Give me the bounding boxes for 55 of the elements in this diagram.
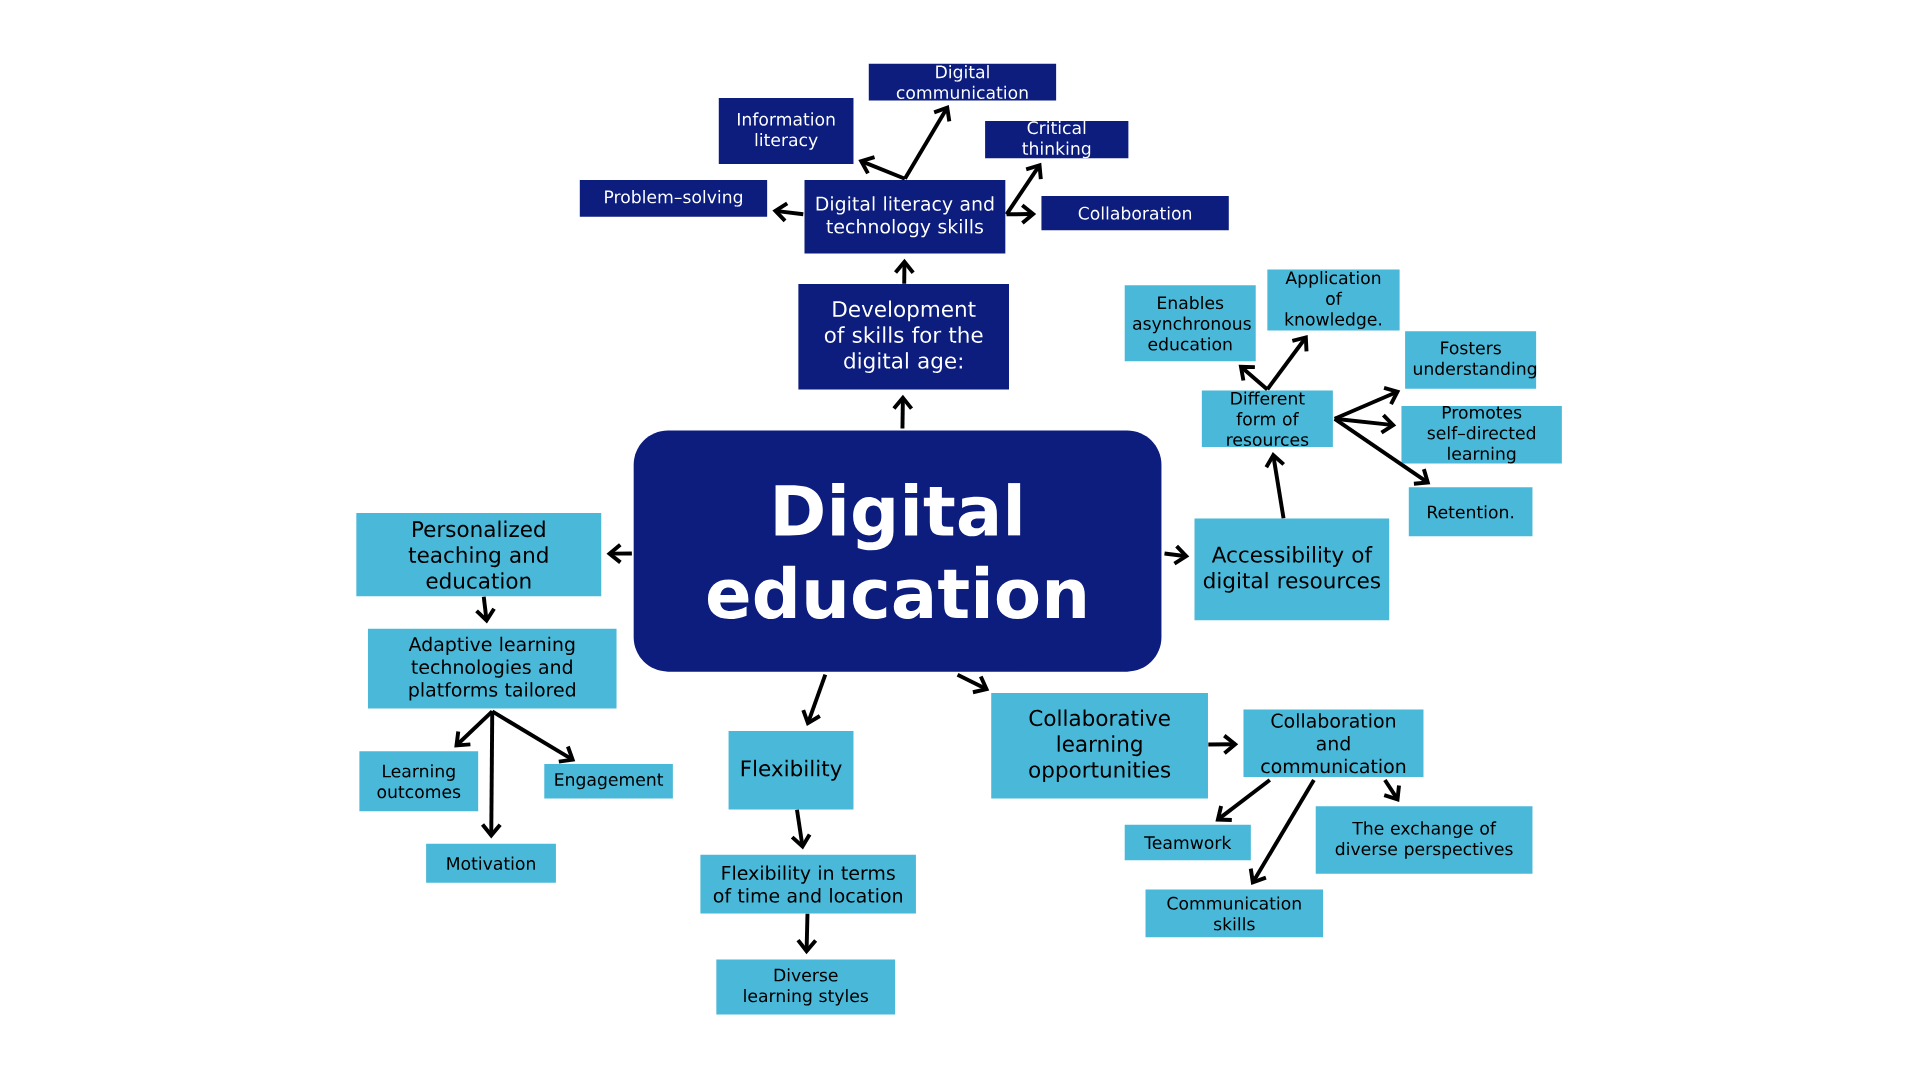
topic-box: Personalized teaching and education: [356, 513, 602, 597]
topic-box: Adaptive learning technologies and platforms tailored: [367, 628, 617, 709]
arrow: [858, 155, 906, 181]
topic-box: Application of knowledge.: [1267, 269, 1400, 331]
arrow: [491, 709, 576, 764]
arrow: [903, 104, 952, 180]
arrow: [892, 394, 914, 429]
arrow: [1164, 544, 1190, 566]
arrow: [454, 710, 494, 748]
topic-box: Flexibility in terms of time and location: [700, 854, 916, 914]
arrow: [956, 672, 990, 695]
arrow: [1333, 417, 1431, 486]
topic-box: Engagement: [544, 764, 673, 799]
arrow: [1215, 778, 1271, 822]
arrow: [790, 809, 812, 850]
arrow: [606, 543, 632, 564]
topic-box: Promotes self–directed learning: [1401, 405, 1562, 464]
topic-box: Communication skills: [1145, 889, 1324, 938]
topic-box: Different form of resources: [1201, 390, 1333, 447]
arrow: [1006, 203, 1037, 225]
topic-box: The exchange of diverse perspectives: [1315, 806, 1533, 874]
topic-box: Motivation: [426, 843, 556, 883]
topic-box: Enables asynchronous education: [1124, 285, 1256, 362]
arrow: [801, 674, 828, 727]
topic-box: Flexibility: [728, 731, 854, 810]
arrow: [1264, 452, 1286, 519]
topic-box: Digital literacy and technology skills: [804, 180, 1006, 254]
arrow: [1334, 413, 1397, 435]
topic-box: Collaborative learning opportunities: [991, 693, 1208, 799]
topic-box: Collaboration and communication: [1243, 709, 1424, 777]
central-topic-box: Digital education: [633, 430, 1162, 672]
arrow: [1238, 364, 1269, 391]
topic-box: Critical thinking: [985, 120, 1129, 159]
arrow: [475, 596, 496, 624]
arrow: [481, 711, 502, 839]
topic-box: Retention.: [1408, 487, 1533, 537]
arrow: [894, 258, 915, 284]
topic-box: Diverse learning styles: [716, 959, 896, 1015]
topic-box: Teamwork: [1124, 824, 1251, 861]
arrow: [1383, 778, 1401, 802]
arrow: [772, 201, 804, 223]
arrow: [1248, 779, 1316, 886]
topic-box: Accessibility of digital resources: [1194, 518, 1390, 621]
arrow: [796, 913, 818, 955]
arrow: [1265, 334, 1309, 391]
topic-box: Fosters understanding: [1405, 331, 1537, 389]
arrow: [1208, 734, 1239, 755]
topic-box: Development of skills for the digital age:: [798, 284, 1009, 390]
topic-box: Information literacy: [718, 97, 854, 165]
arrow: [1333, 385, 1401, 421]
topic-box: Problem–solving: [579, 180, 768, 217]
topic-box: Digital communication: [868, 63, 1057, 101]
arrow: [1004, 162, 1043, 216]
topic-box: Collaboration: [1041, 195, 1229, 231]
topic-box: Learning outcomes: [359, 751, 479, 812]
